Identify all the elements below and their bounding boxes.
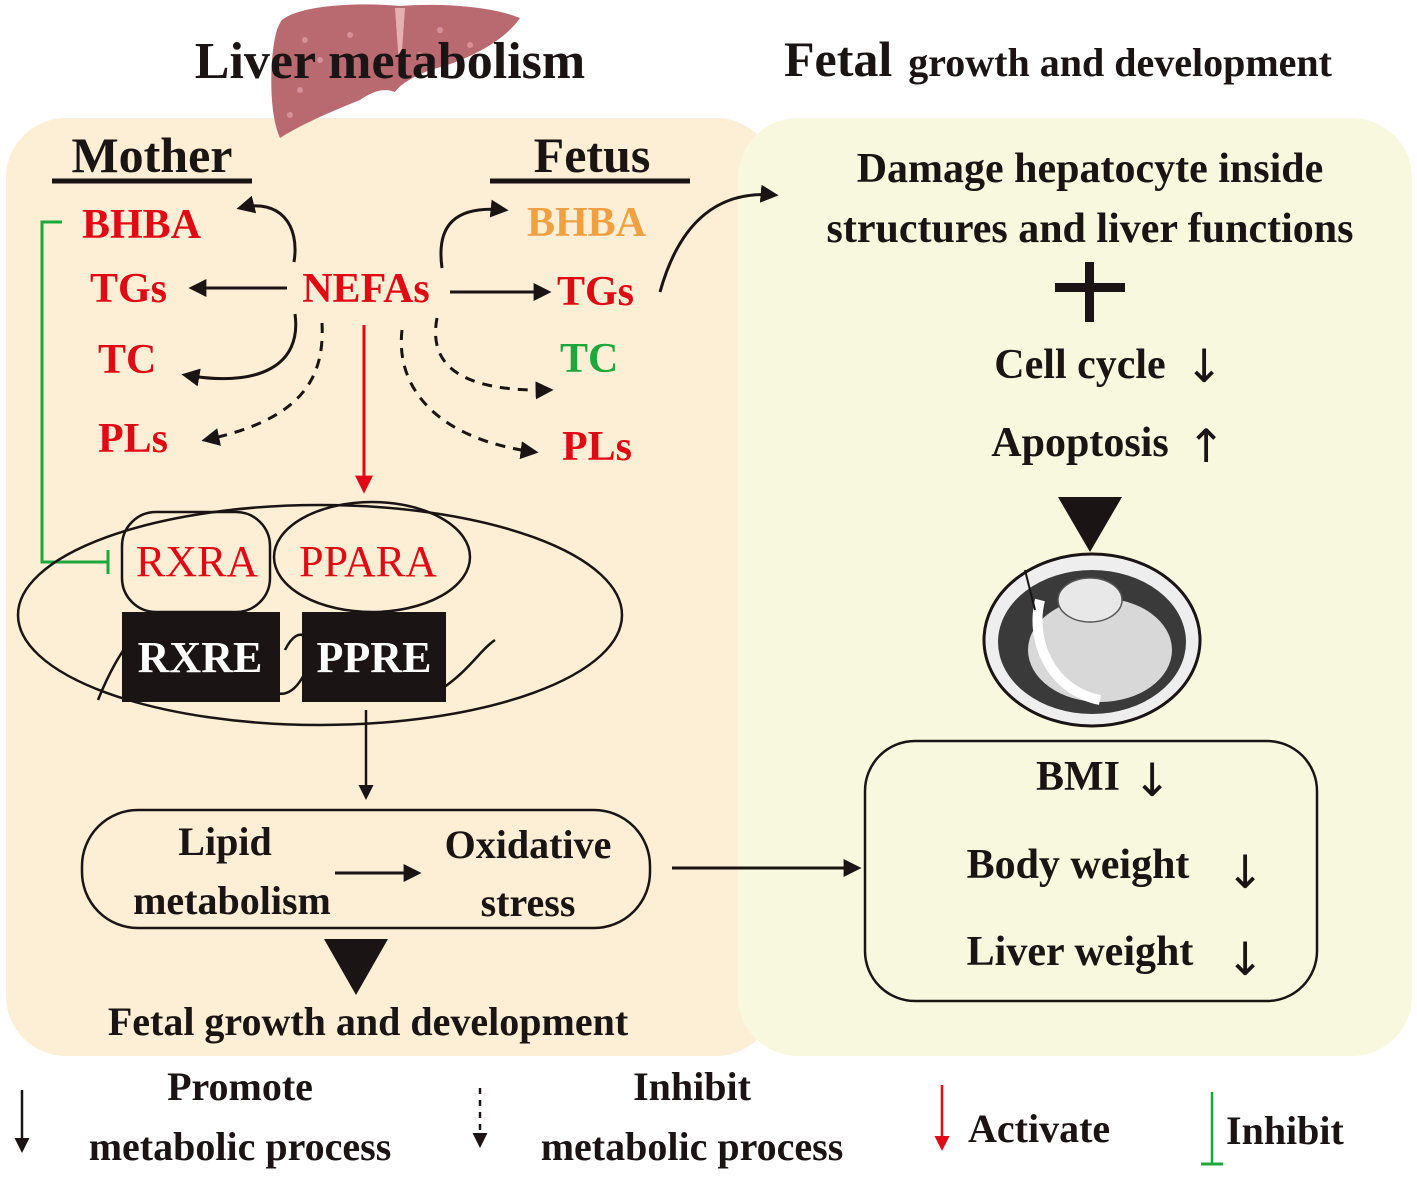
legend-inhibit: Inhibit [1201,1092,1345,1166]
fetus-heading: Fetus [534,127,651,183]
title-liver-metabolism: Liver metabolism [195,33,585,90]
mother-tgs: TGs [90,266,167,312]
legend-promote: Promote metabolic process [14,1064,392,1169]
title-fetal-growth: Fetal growth and development [784,31,1333,87]
arrow-nefas-fetus-pls [399,329,539,460]
outcome-bmi: BMI [1036,754,1120,800]
legend-inhibit-process: Inhibit metabolic process [472,1064,844,1169]
lipid-line1: Lipid [178,819,271,864]
arrow-nefas-fetus-bhba [439,199,509,269]
nefas-node: NEFAs [302,266,430,312]
fetus-bhba: BHBA [527,200,647,246]
legend-promote-line2: metabolic process [89,1124,392,1169]
legend-promote-line1: Promote [167,1064,313,1109]
fetus-tgs: TGs [557,269,634,315]
damage-line2: structures and liver functions [827,206,1354,252]
mother-bhba: BHBA [82,202,202,248]
arrow-tgs-to-damage [658,184,779,293]
mother-pls: PLs [98,416,168,462]
plus-icon [1055,262,1125,322]
outcome-liver-weight: Liver weight [967,929,1194,975]
rxra-label: RXRA [136,537,258,586]
cell-cycle-arrow-icon: ↓ [1185,339,1224,393]
legend-activate: Activate [934,1085,1110,1151]
arrow-nefas-mother-pls [201,322,324,446]
body-weight-arrow-icon: ↓ [1226,845,1265,899]
liver-icon [271,4,520,139]
legend-activate-label: Activate [968,1106,1110,1151]
rxre-label: RXRE [138,633,263,682]
nucleus [16,503,624,727]
outcomes-box [863,739,1319,1003]
ppre-box [302,612,446,702]
mother-tc: TC [98,337,156,383]
process-box [80,808,652,930]
rxre-box [122,612,280,702]
legend: Promote metabolic process Inhibit metabo… [14,1064,1345,1169]
ppre-label: PPRE [317,633,432,682]
calf-fetus-icon [982,552,1202,728]
arrow-nefas-mother-bhba [236,195,297,263]
damage-line1: Damage hepatocyte inside [857,146,1324,192]
fetus-pls: PLs [562,424,632,470]
outcome-body-weight: Body weight [967,842,1190,888]
oxidative-line1: Oxidative [445,822,612,867]
fetus-tc: TC [560,336,618,382]
title-growth-rest: growth and development [908,40,1332,85]
ppara-label: PPARA [299,537,437,586]
triangle-to-outcome [324,939,388,995]
left-panel [6,118,776,1056]
mother-heading: Mother [71,127,232,183]
legend-inhibit-line1: Inhibit [633,1064,752,1109]
liver-weight-arrow-icon: ↓ [1226,932,1265,986]
lipid-line2: metabolism [133,878,331,923]
outcome-fetal-growth: Fetal growth and development [108,999,629,1044]
oxidative-line2: stress [481,880,576,925]
title-fetal-word: Fetal [784,31,892,87]
triangle-to-fetus [1058,497,1122,552]
legend-inhibit-line2: metabolic process [541,1124,844,1169]
bmi-arrow-icon: ↓ [1133,753,1172,807]
cell-cycle-label: Cell cycle [994,342,1165,388]
inhibit-bhba-rxra [40,220,108,564]
legend-inhibit-label: Inhibit [1226,1108,1345,1153]
apoptosis-arrow-icon: ↑ [1187,419,1226,473]
arrow-nefas-fetus-tc [434,317,554,400]
arrow-nefas-mother-tc [181,313,298,387]
apoptosis-label: Apoptosis [991,420,1168,466]
cell-cycle-text: Cell cycle [994,342,1165,388]
